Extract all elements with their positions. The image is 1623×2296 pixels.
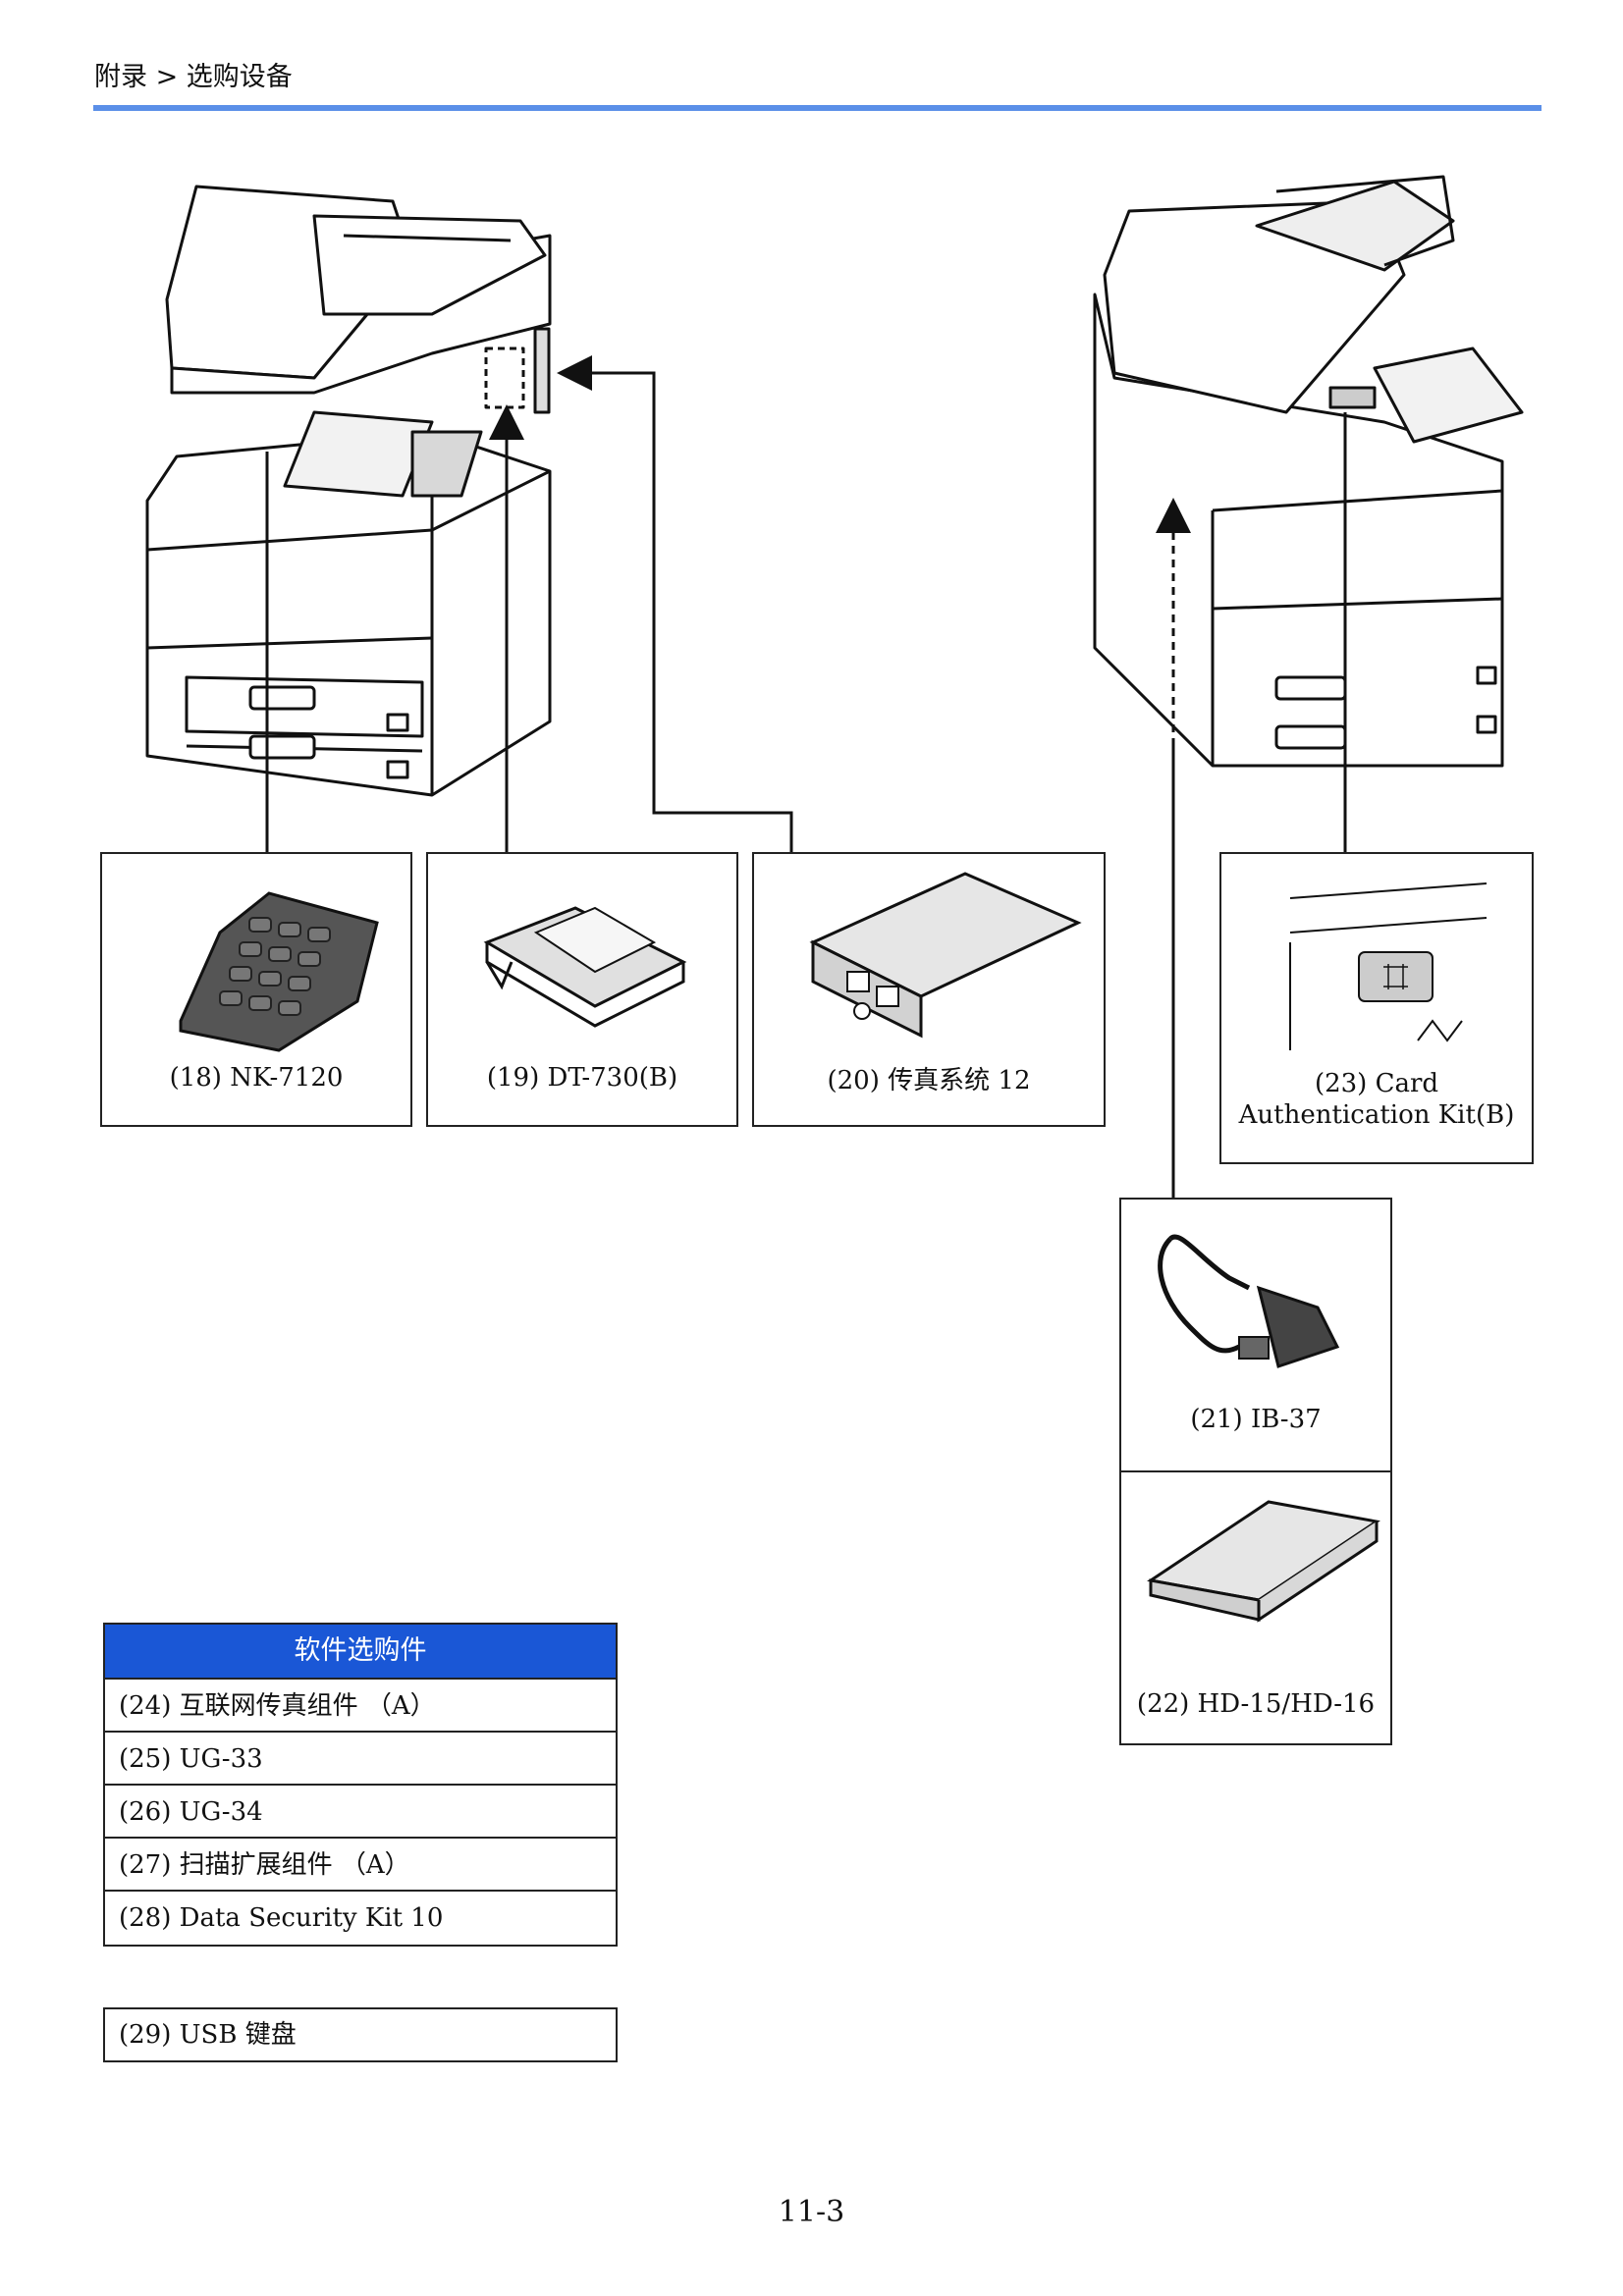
cable-module-icon	[1158, 1234, 1340, 1368]
label-card-line1: (23) Card	[1314, 1069, 1439, 1098]
option-card-auth: (23) Card Authentication Kit(B)	[1219, 852, 1534, 1164]
breadcrumb: 附录 > 选购设备	[94, 62, 293, 92]
document-tray-icon	[483, 906, 687, 1028]
option-nk7120: (18) NK-7120	[100, 852, 412, 1127]
label-hd: (22) HD-15/HD-16	[1136, 1689, 1376, 1719]
table-row: (26) UG-34	[105, 1786, 616, 1839]
usb-keyboard-box: (29) USB 键盘	[103, 2007, 618, 2062]
table-row: (25) UG-33	[105, 1733, 616, 1786]
label-card-line2: Authentication Kit(B)	[1238, 1100, 1515, 1130]
label-dt730: (19) DT-730(B)	[486, 1063, 678, 1093]
left-control-panel	[283, 410, 434, 498]
software-options-title: 软件选购件	[105, 1625, 616, 1680]
table-row: (24) 互联网传真组件 （A）	[105, 1680, 616, 1733]
connector-fax	[557, 355, 793, 852]
hard-disk-icon	[1147, 1500, 1380, 1623]
left-printer-body	[145, 430, 552, 797]
card-reader-icon	[1289, 882, 1488, 1050]
keypad-icon	[179, 891, 379, 1052]
software-options-table: 软件选购件 (24) 互联网传真组件 （A） (25) UG-33 (26) U…	[103, 1623, 618, 1947]
table-row: (27) 扫描扩展组件 （A）	[105, 1839, 616, 1892]
right-control-panel	[1373, 347, 1524, 444]
label-fax: (20) 传真系统 12	[827, 1066, 1031, 1095]
table-row: (28) Data Security Kit 10	[119, 1903, 444, 1933]
fax-board-icon	[809, 872, 1082, 1039]
page-number: 11-3	[778, 2195, 845, 2229]
option-fax: (20) 传真系统 12	[752, 852, 1106, 1127]
option-dt730: (19) DT-730(B)	[426, 852, 738, 1127]
option-ib37: (21) IB-37	[1119, 1198, 1392, 1472]
header-rule	[93, 105, 1542, 111]
label-nk7120: (18) NK-7120	[169, 1063, 344, 1093]
option-hd: (22) HD-15/HD-16	[1119, 1470, 1392, 1745]
label-ib37: (21) IB-37	[1190, 1405, 1322, 1434]
right-printer-body	[1093, 293, 1504, 768]
